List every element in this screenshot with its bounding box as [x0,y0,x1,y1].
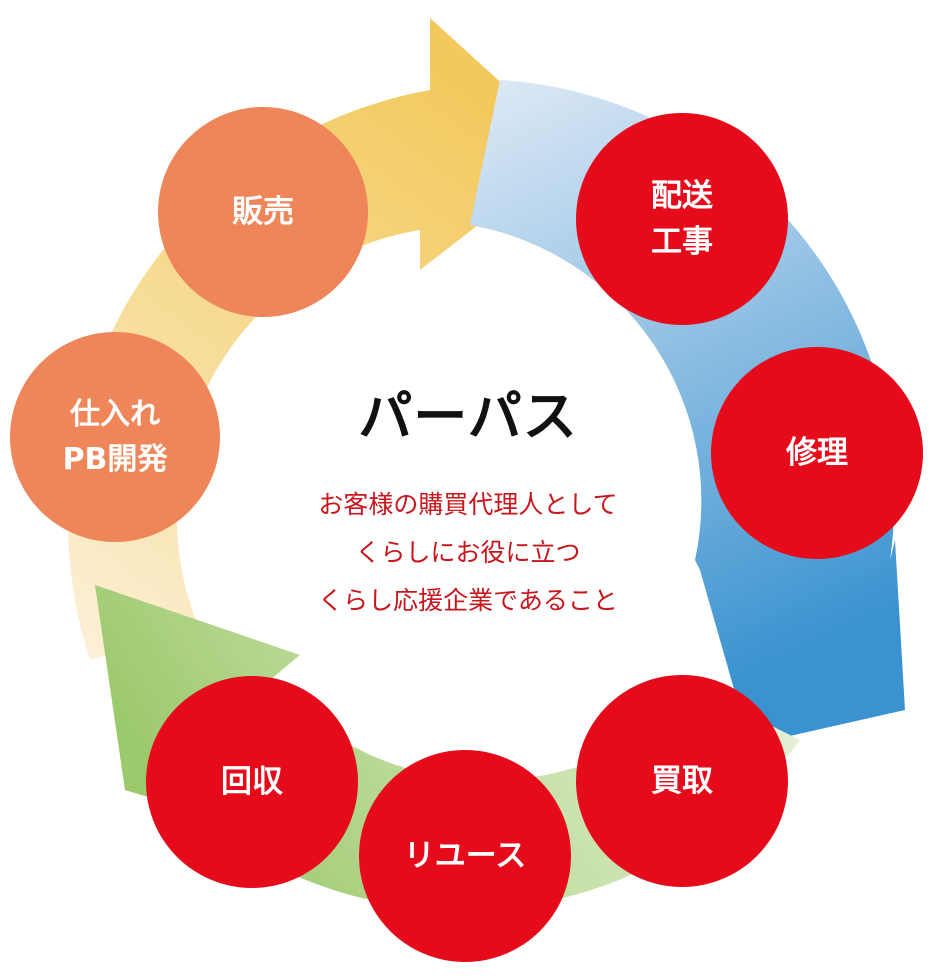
node-delivery: 配送 工事 [576,113,788,325]
node-reuse-label: リユース [403,837,527,874]
node-collection-label: 回収 [221,763,283,800]
node-sales: 販売 [158,107,368,317]
mission-line-1: お客様の購買代理人として [318,490,618,519]
node-delivery-label-2: 工事 [651,224,713,260]
node-purchase-pb: 仕入れ PB開発 [10,332,220,542]
arrow-yellow [68,18,575,660]
node-delivery-label-1: 配送 [651,177,713,214]
node-buyback: 買取 [576,675,788,887]
node-repair-label: 修理 [786,434,848,471]
node-reuse: リユース [359,750,571,962]
node-sales-label: 販売 [232,193,294,230]
mission-line-2: くらしにお役に立つ [355,538,581,567]
node-purchase-label-1: 仕入れ [70,397,160,432]
node-purchase-label-2: PB開発 [62,442,168,477]
node-buyback-label: 買取 [651,762,713,799]
node-repair: 修理 [711,347,923,559]
node-collection: 回収 [146,676,358,888]
center-title: パーパス [358,385,578,448]
mission-line-3: くらし応援企業であること [318,586,618,615]
